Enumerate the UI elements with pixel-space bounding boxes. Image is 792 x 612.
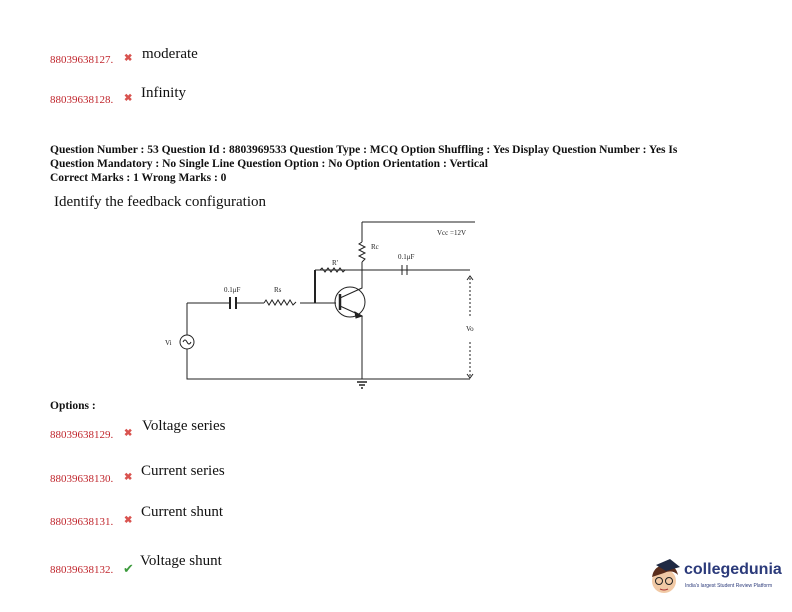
option-text: Current series xyxy=(141,463,225,479)
transistor xyxy=(334,286,366,318)
option-id: 88039638128. xyxy=(50,94,114,106)
option-text: Voltage series xyxy=(142,418,226,434)
capacitor-in xyxy=(229,297,237,309)
option-text: Current shunt xyxy=(141,504,224,520)
correct-check-icon: ✔ xyxy=(123,561,134,576)
wrong-icon: ✖ xyxy=(124,53,133,64)
vi-label: Vi xyxy=(165,339,172,347)
ac-source xyxy=(179,334,195,350)
rs-label: Rs xyxy=(274,286,282,294)
options-label: Options : xyxy=(50,400,96,412)
question-meta: Question Number : 53 Question Id : 88039… xyxy=(50,143,677,185)
option-id: 88039638129. xyxy=(50,429,114,441)
logo-tagline: India's largest Student Review Platform xyxy=(685,583,773,589)
option-text: moderate xyxy=(142,46,198,62)
option-id: 88039638127. xyxy=(50,54,114,66)
ground-icon xyxy=(357,381,367,389)
cout-label: 0.1μF xyxy=(398,253,415,261)
option-id: 88039638131. xyxy=(50,516,114,528)
wrong-icon: ✖ xyxy=(124,472,133,483)
capacitor-out xyxy=(401,265,408,275)
wrong-icon: ✖ xyxy=(124,515,133,526)
question-text: Identify the feedback configuration xyxy=(54,194,266,210)
logo-name: collegedunia xyxy=(684,561,782,578)
question-meta-line: Question Mandatory : No Single Line Ques… xyxy=(50,158,488,170)
question-marks: Correct Marks : 1 Wrong Marks : 0 xyxy=(50,172,227,184)
option-text: Infinity xyxy=(141,85,186,101)
option-id: 88039638132. xyxy=(50,564,114,576)
mascot-icon xyxy=(652,559,680,593)
question-meta-line: Question Number : 53 Question Id : 88039… xyxy=(50,144,678,156)
option-text: Voltage shunt xyxy=(140,553,222,569)
option-id: 88039638130. xyxy=(50,473,114,485)
rc-label: Rc xyxy=(371,243,379,251)
rf-label: R' xyxy=(332,259,338,267)
vcc-label: Vcc =12V xyxy=(437,229,466,237)
resistor-rc xyxy=(357,241,367,263)
collegedunia-logo: collegedunia India's largest Student Rev… xyxy=(648,555,792,600)
cin-label: 0.1μF xyxy=(224,286,241,294)
wrong-icon: ✖ xyxy=(124,93,133,104)
resistor-rs xyxy=(263,299,297,306)
wrong-icon: ✖ xyxy=(124,428,133,439)
vo-label: Vo xyxy=(466,325,474,333)
